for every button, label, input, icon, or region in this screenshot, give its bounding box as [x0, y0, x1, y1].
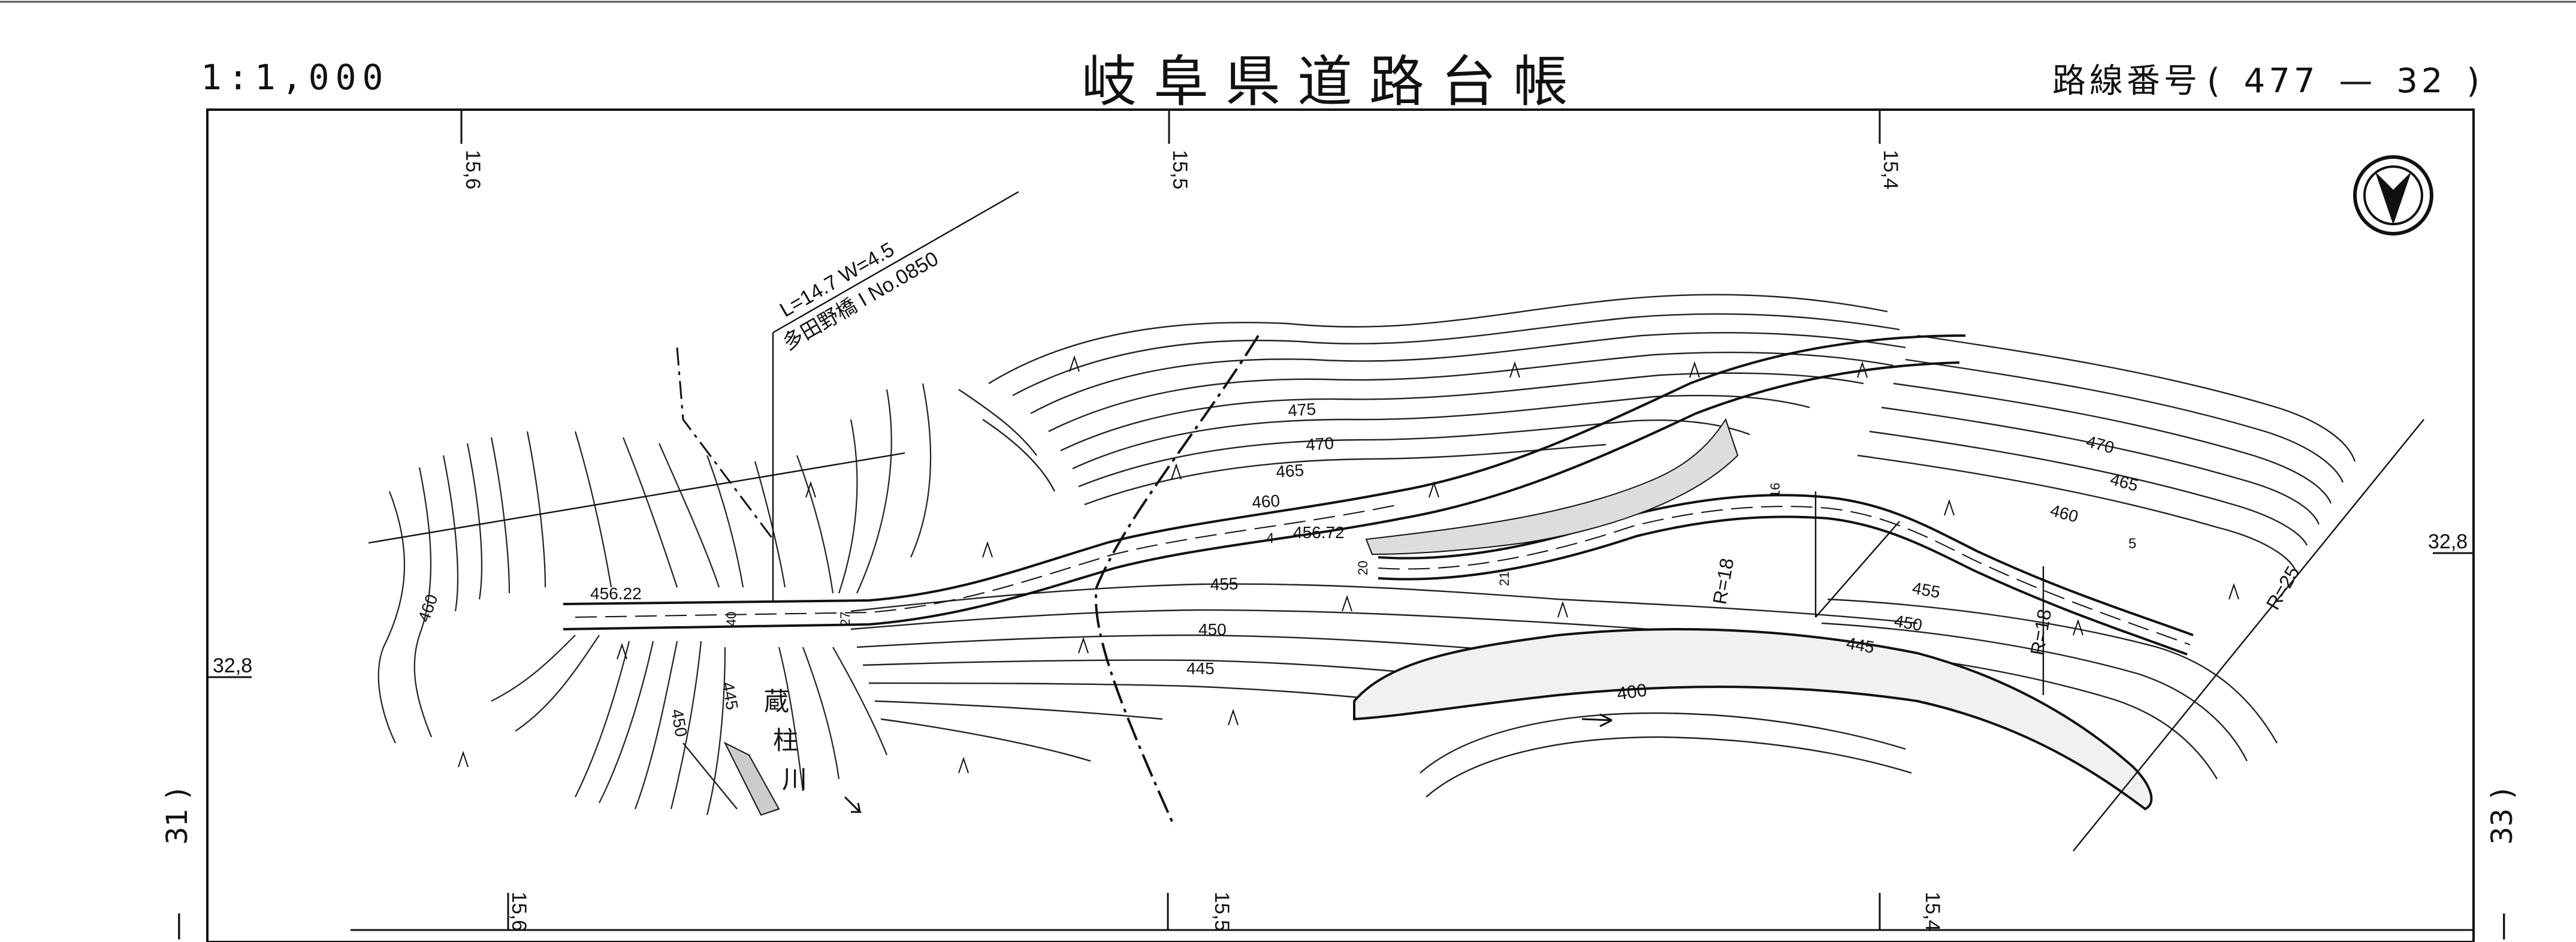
road-width-3: 20 — [1355, 561, 1370, 575]
contour-label-460: 460 — [1251, 491, 1281, 512]
boundary-line-west — [676, 347, 774, 540]
contours-left — [378, 383, 932, 816]
contour-label-right-465: 465 — [2108, 470, 2140, 495]
contour-label-right-460: 460 — [2048, 501, 2080, 526]
contour-label-right-450: 450 — [1893, 611, 1923, 635]
grid-tick-top-1: 15,6 — [461, 150, 484, 189]
road-centerline-east — [1378, 506, 2191, 645]
contour-label-left-445: 445 — [718, 681, 742, 711]
grid-tick-top-3: 15,4 — [1879, 150, 1902, 189]
map-scale: 1:1,000 — [201, 57, 389, 98]
route-number-block: 路線番号( 477 — 32 ) — [2052, 54, 2489, 102]
road-width-7: 4 — [1266, 530, 1274, 547]
contour-label-left-450: 450 — [668, 708, 691, 738]
route-open-paren: ( — [2207, 62, 2224, 101]
construction-lines — [368, 191, 2424, 852]
grid-tick-left: 32,8 — [213, 654, 252, 677]
river-name-char-1: 蔵 — [764, 687, 789, 715]
grid-tick-bottom-2: 15,5 — [1210, 892, 1233, 931]
road-width-2: 27 — [838, 612, 853, 626]
river-name-char-3: 川 — [782, 765, 807, 793]
contour-label-445: 445 — [1186, 659, 1215, 678]
boundary-line — [1095, 334, 1260, 828]
road-width-1: 40 — [724, 612, 739, 626]
river-level-label: 400 — [1615, 680, 1648, 704]
spot-elevation-1: 456.22 — [590, 584, 642, 603]
sheet-number: 32 — [2396, 62, 2447, 101]
route-close-paren: ) — [2466, 62, 2484, 101]
contour-label-455: 455 — [1210, 574, 1239, 594]
route-dash: — — [2339, 62, 2376, 101]
grid-tick-top-2: 15,5 — [1168, 150, 1191, 189]
grid-tick-bottom-1: 15,6 — [508, 892, 530, 931]
flow-arrow-icon — [1581, 713, 1612, 727]
north-arrow — [2353, 155, 2433, 236]
map-frame — [206, 108, 2475, 942]
route-number: 477 — [2243, 62, 2319, 101]
curve-radius-2: R=18 — [2026, 608, 2055, 657]
grid-ticks-top — [207, 111, 2474, 930]
grid-tick-bottom-3: 15,4 — [1921, 892, 1944, 931]
riverbank-stone-area — [1353, 628, 2153, 811]
river-name-char-2: 柱 — [773, 726, 798, 754]
contour-label-left-460: 460 — [415, 592, 442, 625]
page-title: 岐阜県道路台帳 — [1081, 50, 1585, 114]
contour-label-475: 475 — [1287, 400, 1316, 420]
road-width-6: 5 — [2128, 536, 2136, 552]
contour-label-470: 470 — [1305, 434, 1334, 454]
spot-elevation-2: 456.72 — [1293, 523, 1345, 542]
contours-upper — [958, 294, 2356, 570]
curve-radius-3: R=25 — [2262, 562, 2304, 613]
road-edges — [563, 334, 2194, 656]
grid-tick-right: 32,8 — [2428, 530, 2468, 553]
route-label: 路線番号 — [2052, 62, 2201, 101]
embankment-hatch — [723, 418, 1739, 816]
slope-symbols — [458, 355, 2239, 774]
river — [682, 712, 1912, 810]
road-width-4: 21 — [1497, 572, 1512, 586]
contour-label-right-470: 470 — [2084, 432, 2116, 457]
road-width-5: 16 — [1768, 483, 1783, 497]
stream-flow-arrow-icon — [844, 796, 862, 813]
road-centerline — [575, 504, 1400, 618]
contour-label-450: 450 — [1198, 620, 1227, 639]
contour-label-465: 465 — [1275, 461, 1304, 481]
contour-label-right-455: 455 — [1911, 578, 1941, 602]
curve-radius-1: R=18 — [1708, 557, 1738, 606]
